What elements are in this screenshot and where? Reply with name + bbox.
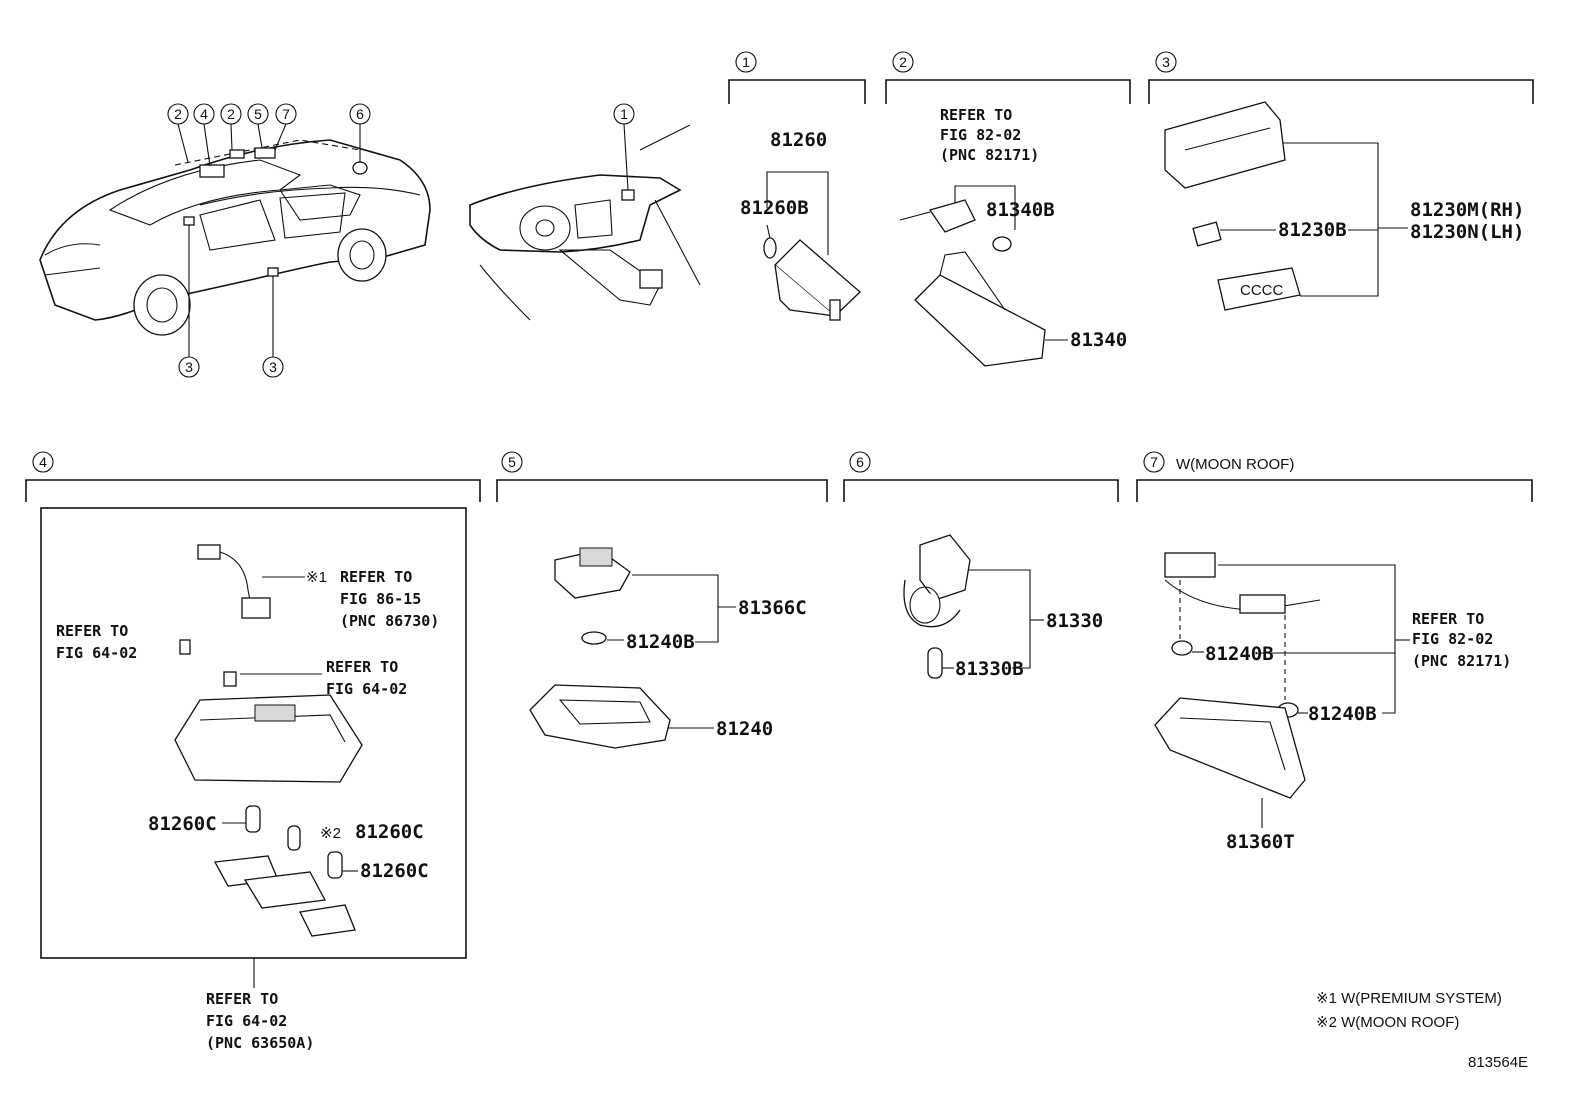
- part-81330B: 81330B: [955, 658, 1024, 680]
- s4-refer-a3: (PNC 86730): [340, 612, 439, 630]
- section-1-marker: 1: [735, 51, 757, 73]
- s4-refer-b1: REFER TO: [56, 622, 128, 640]
- part-81240B-s7a: 81240B: [1205, 643, 1274, 665]
- section-5-marker: 5: [501, 451, 523, 473]
- part-81340B: 81340B: [986, 199, 1055, 221]
- svg-text:6: 6: [856, 454, 864, 470]
- car-marker-3b: 3: [262, 356, 284, 378]
- s4-refer-d3: (PNC 63650A): [206, 1034, 314, 1052]
- svg-text:6: 6: [356, 106, 364, 122]
- part-81340: 81340: [1070, 329, 1127, 351]
- car-marker-2a: 2: [167, 103, 189, 125]
- part-81260C-c: 81260C: [360, 860, 429, 882]
- part-81260: 81260: [770, 129, 827, 151]
- note-mark-2: ※2: [320, 825, 341, 842]
- car-overview: 2 4 2 5 7 6 3 3: [39, 103, 431, 378]
- section-4-marker: 4: [32, 451, 54, 473]
- s4-refer-d1: REFER TO: [206, 990, 278, 1008]
- section-3-marker: 3: [1155, 51, 1177, 73]
- part-81330: 81330: [1046, 610, 1103, 632]
- s2-refer-line3: (PNC 82171): [940, 146, 1039, 164]
- s4-refer-c2: FIG 64-02: [326, 680, 407, 698]
- svg-text:1: 1: [742, 54, 750, 70]
- section-6: 6 81330 81330B: [843, 451, 1119, 680]
- note-mark-1: ※1: [306, 569, 327, 586]
- svg-text:4: 4: [200, 106, 208, 122]
- svg-text:2: 2: [899, 54, 907, 70]
- section-7-marker: 7: [1143, 451, 1165, 473]
- part-81240B-s7b: 81240B: [1308, 703, 1377, 725]
- s4-refer-a1: REFER TO: [340, 568, 412, 586]
- svg-text:1: 1: [620, 106, 628, 122]
- car-marker-3a: 3: [178, 356, 200, 378]
- part-81260C-b: 81260C: [355, 821, 424, 843]
- part-81230M: 81230M(RH): [1410, 199, 1524, 221]
- part-81230N: 81230N(LH): [1410, 221, 1524, 243]
- s7-refer-line3: (PNC 82171): [1412, 652, 1511, 670]
- section-4: 4 ※1 REFER TO FIG 86-15 (PNC 86730) REFE…: [25, 451, 481, 1052]
- dash-marker-1: 1: [613, 103, 635, 125]
- section-6-marker: 6: [849, 451, 871, 473]
- part-81366C: 81366C: [738, 597, 807, 619]
- car-marker-4: 4: [193, 103, 215, 125]
- s2-refer-line2: FIG 82-02: [940, 126, 1021, 144]
- svg-text:2: 2: [174, 106, 182, 122]
- drawing-id: 813564E: [1468, 1054, 1528, 1071]
- s2-refer-line1: REFER TO: [940, 106, 1012, 124]
- section-7: 7 W(MOON ROOF) REFER TO FIG 82-02 (PNC 8…: [1136, 451, 1533, 853]
- note-moon-roof: ※2 W(MOON ROOF): [1316, 1014, 1459, 1031]
- svg-text:7: 7: [1150, 454, 1158, 470]
- part-81230B: 81230B: [1278, 219, 1347, 241]
- car-marker-6: 6: [349, 103, 371, 125]
- section-2-marker: 2: [892, 51, 914, 73]
- section-5: 5 81366C 81240B 81240: [496, 451, 828, 749]
- part-81240B-s5: 81240B: [626, 631, 695, 653]
- part-81260C-a: 81260C: [148, 813, 217, 835]
- s7-refer-line2: FIG 82-02: [1412, 630, 1493, 648]
- car-marker-5: 5: [247, 103, 269, 125]
- note-premium-system: ※1 W(PREMIUM SYSTEM): [1316, 990, 1502, 1007]
- svg-text:3: 3: [185, 359, 193, 375]
- svg-text:3: 3: [1162, 54, 1170, 70]
- s7-refer-line1: REFER TO: [1412, 610, 1484, 628]
- s4-refer-c1: REFER TO: [326, 658, 398, 676]
- s4-refer-b2: FIG 64-02: [56, 644, 137, 662]
- svg-text:2: 2: [227, 106, 235, 122]
- svg-text:CCCC: CCCC: [1240, 282, 1283, 299]
- svg-text:4: 4: [39, 454, 47, 470]
- part-81360T: 81360T: [1226, 831, 1295, 853]
- s4-refer-a2: FIG 86-15: [340, 590, 421, 608]
- part-81260B: 81260B: [740, 197, 809, 219]
- s7-condition: W(MOON ROOF): [1176, 456, 1294, 473]
- svg-text:3: 3: [269, 359, 277, 375]
- dashboard-view: 1: [469, 103, 701, 321]
- svg-text:7: 7: [282, 106, 290, 122]
- section-2: 2 REFER TO FIG 82-02 (PNC 82171) 81340B …: [885, 51, 1131, 367]
- section-1: 1 81260 81260B: [728, 51, 866, 321]
- svg-text:5: 5: [508, 454, 516, 470]
- part-81240: 81240: [716, 718, 773, 740]
- car-marker-2b: 2: [220, 103, 242, 125]
- car-marker-7: 7: [275, 103, 297, 125]
- s4-refer-d2: FIG 64-02: [206, 1012, 287, 1030]
- section-3: 3 CCCC 81230B 81230M(RH) 81230N(LH): [1148, 51, 1534, 311]
- svg-text:5: 5: [254, 106, 262, 122]
